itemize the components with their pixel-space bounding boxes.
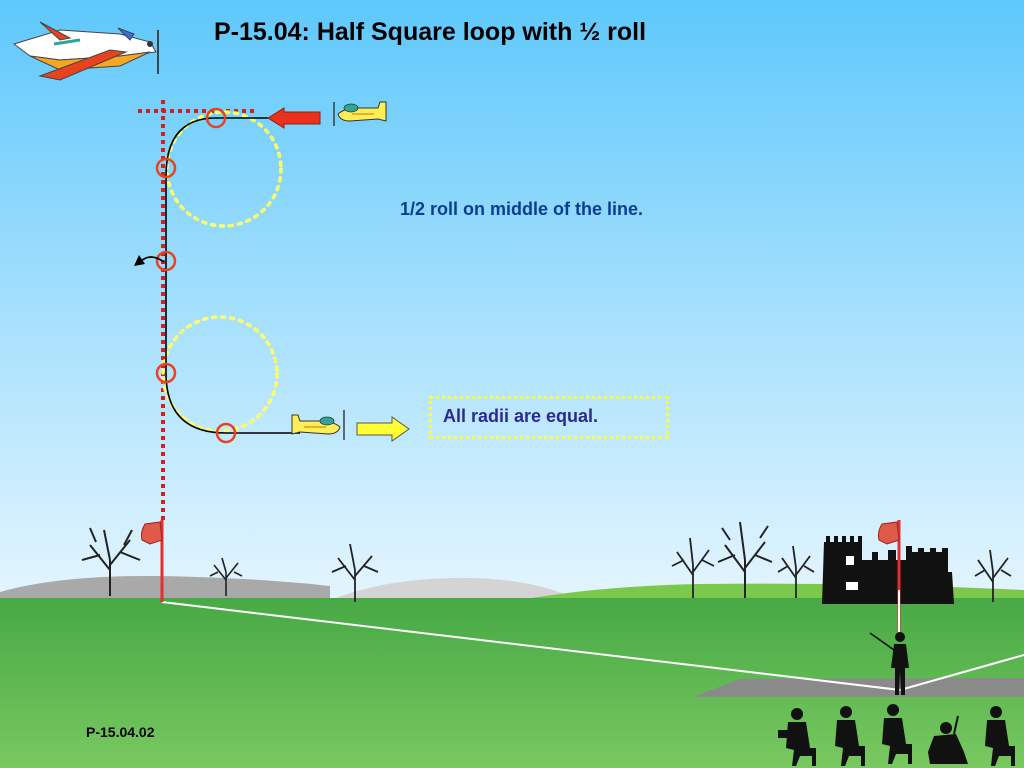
judge-4-silhouette (928, 715, 968, 764)
judge-1-silhouette (778, 708, 816, 766)
box-line-right (899, 654, 1024, 691)
exit-arrow (356, 416, 410, 442)
radii-annotation-box: All radii are equal. (429, 396, 669, 439)
flight-path (165, 117, 300, 434)
pilot-silhouette (869, 632, 909, 695)
entry-airplane-icon (333, 101, 387, 126)
tree-6 (777, 545, 815, 598)
runway (693, 678, 1024, 697)
page-title: P-15.04: Half Square loop with ½ roll (214, 18, 647, 46)
judge-2-silhouette (835, 706, 865, 766)
box-line-left (161, 601, 901, 691)
sky-background (0, 0, 1024, 600)
tree-3 (331, 543, 379, 602)
left-flag (140, 521, 163, 545)
tree-5 (717, 521, 773, 598)
lower-loop-guide (161, 315, 279, 433)
tree-2 (209, 557, 243, 596)
judge-3-silhouette (882, 704, 912, 764)
tree-4 (671, 537, 715, 598)
judge-5-silhouette (985, 706, 1015, 766)
upper-loop-guide (165, 110, 283, 228)
marker-exit (215, 422, 237, 444)
marker-top-entry (205, 107, 227, 129)
marker-lower-corner (155, 362, 177, 384)
tree-7 (974, 549, 1012, 602)
roll-arrowhead (134, 255, 145, 266)
marker-upper-corner (155, 157, 177, 179)
entry-arrow (267, 107, 321, 129)
radii-annotation-text: All radii are equal. (443, 406, 599, 426)
roll-annotation: 1/2 roll on middle of the line. (400, 199, 644, 219)
marker-half-roll (155, 250, 177, 272)
exit-airplane-icon (291, 410, 345, 440)
figure-code: P-15.04.02 (86, 724, 155, 740)
tree-1 (81, 527, 141, 596)
right-flag (877, 521, 900, 545)
castle-silhouette (822, 536, 954, 604)
logo-airplane-icon (12, 21, 159, 81)
